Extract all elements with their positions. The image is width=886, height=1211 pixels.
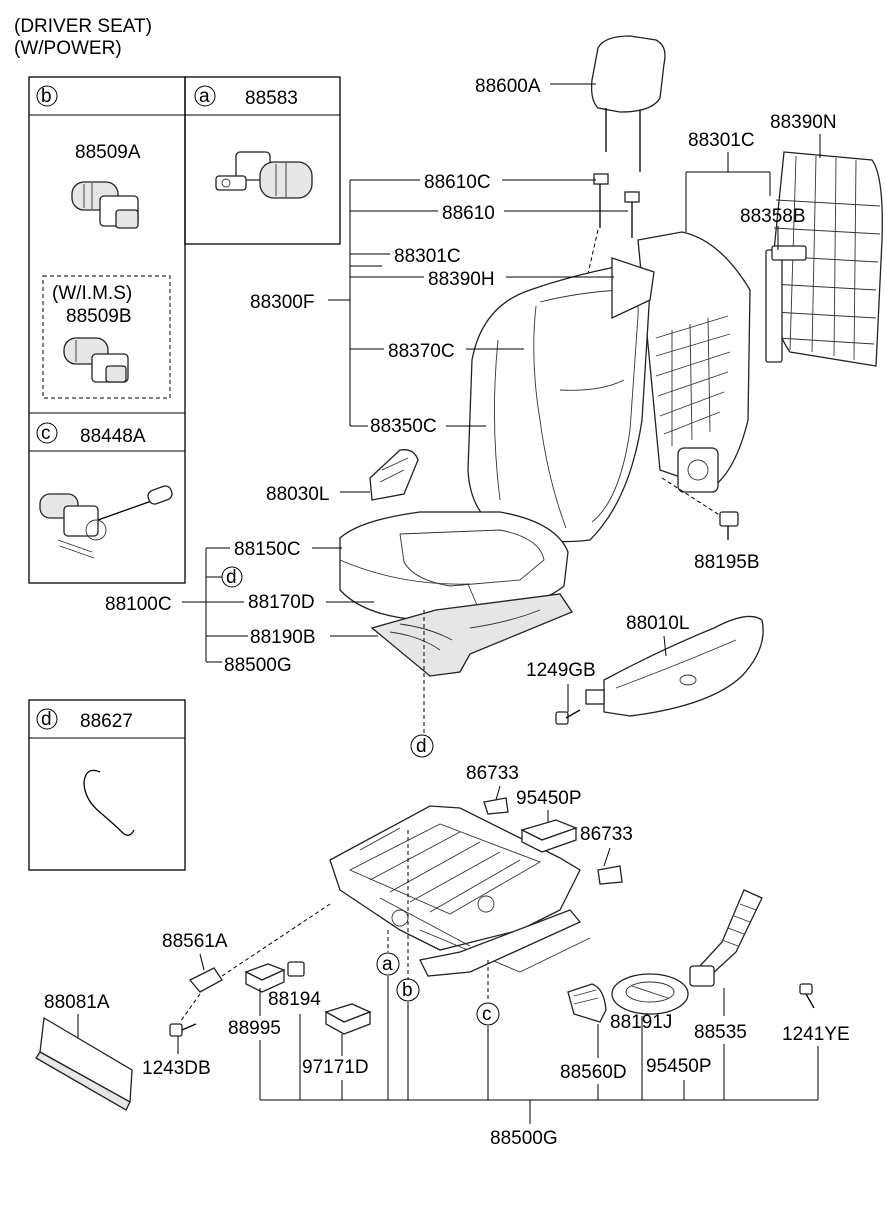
callout-letter-b: b: [41, 86, 52, 107]
callout-circle-b-frame: [396, 978, 420, 1002]
seat-cushion-88170D-icon: [339, 511, 569, 621]
harness-88535-icon: [689, 889, 763, 987]
part-label-88610C: 88610C: [424, 172, 491, 193]
seat-back-frame-88301C-icon: [637, 231, 751, 493]
inset-box-d: d 88627: [28, 699, 186, 871]
part-label-88370C: 88370C: [388, 341, 455, 362]
part-label-1241YE: 1241YE: [782, 1024, 850, 1045]
part-label-88500G-top: 88500G: [224, 655, 292, 676]
side-shield-88010L-icon: [585, 615, 764, 717]
ims-label: (W/I.M.S): [52, 283, 132, 304]
headrest-88600A-icon: [590, 35, 666, 172]
part-label-88561A: 88561A: [162, 931, 228, 952]
callout-letter-b-frame: b: [402, 980, 413, 1001]
ims-dashed-frame: [42, 275, 171, 399]
height-motor-88583-icon: [215, 151, 313, 199]
callout-circle-c-frame: [476, 1002, 500, 1026]
part-label-95450P-bot: 95450P: [646, 1056, 712, 1077]
part-label-97171D: 97171D: [302, 1057, 369, 1078]
part-label-88301C: 88301C: [394, 246, 461, 267]
power-motor-88509B-icon: [63, 337, 129, 383]
inset-box-a: a 88583: [184, 76, 341, 245]
screw-1243DB-icon: [169, 1023, 197, 1037]
part-label-88081A: 88081A: [44, 992, 110, 1013]
callout-letter-a-frame: a: [382, 954, 393, 975]
screw-1249GB-icon: [555, 709, 581, 725]
part-label-88300F: 88300F: [250, 292, 314, 313]
callout-circle-d-box: [36, 708, 58, 730]
callout-circle-c: [36, 422, 58, 444]
part-label-88194: 88194: [268, 989, 321, 1010]
part-label-88560D: 88560D: [560, 1062, 627, 1083]
part-label-88509B: 88509B: [66, 306, 132, 327]
callout-letter-a: a: [199, 86, 210, 107]
part-label-88191J: 88191J: [610, 1012, 672, 1033]
part-label-88190B: 88190B: [250, 627, 316, 648]
callout-letter-c: c: [41, 423, 51, 444]
part-label-88195B: 88195B: [694, 552, 760, 573]
callout-circle-b: [36, 85, 58, 107]
callout-letter-d-cushion-left: d: [226, 567, 237, 588]
clip-86733-a-icon: [483, 797, 509, 815]
module-88995-icon: [244, 963, 286, 993]
part-label-88995: 88995: [228, 1018, 281, 1039]
part-label-88170D: 88170D: [248, 592, 315, 613]
switch-88191J-icon: [611, 973, 689, 1015]
module-97171D-icon: [324, 1003, 372, 1035]
inset-box-b: b 88509A (W/I.M.S) 88509B c 88448A: [28, 76, 186, 584]
screw-1241YE-icon: [799, 983, 815, 1009]
back-bracket-88358B-icon: [765, 245, 807, 363]
part-label-86733-a: 86733: [466, 763, 519, 784]
switch-88560D-icon: [567, 983, 607, 1023]
trim-piece-88030L-icon: [369, 449, 419, 501]
header-power: (W/POWER): [14, 38, 122, 59]
header-driver-seat: (DRIVER SEAT): [14, 16, 152, 37]
bolt-88195B-icon: [661, 477, 739, 540]
clip-86733-b-icon: [597, 865, 623, 885]
callout-letter-d-box: d: [41, 709, 52, 730]
callout-letter-c-frame: c: [482, 1004, 492, 1025]
callout-circle-d-cushion: [410, 734, 434, 758]
part-label-1249GB: 1249GB: [526, 660, 596, 681]
part-label-1243DB: 1243DB: [142, 1058, 211, 1079]
part-label-88600A: 88600A: [475, 76, 541, 97]
power-motor-88509A-icon: [71, 181, 139, 229]
part-label-88448A: 88448A: [80, 426, 146, 447]
cover-88561A-icon: [188, 967, 223, 993]
part-label-86733-b: 86733: [580, 824, 633, 845]
part-label-88627: 88627: [80, 711, 133, 732]
part-label-88390N: 88390N: [770, 112, 837, 133]
part-label-88390H: 88390H: [428, 269, 495, 290]
cushion-mat-88190B-icon: [370, 593, 573, 677]
lumbar-motor-88448A-icon: [39, 485, 173, 559]
part-label-88358B: 88358B: [740, 206, 806, 227]
part-label-88509A: 88509A: [75, 142, 141, 163]
wire-clip-88627-icon: [83, 769, 135, 836]
part-label-88610: 88610: [442, 203, 495, 224]
part-label-88350C: 88350C: [370, 416, 437, 437]
part-label-88535: 88535: [694, 1022, 747, 1043]
part-label-88583: 88583: [245, 88, 298, 109]
part-label-88100C: 88100C: [105, 594, 172, 615]
callout-circle-a: [194, 85, 216, 107]
part-label-88301C-top: 88301C: [688, 130, 755, 151]
part-label-88500G-bot: 88500G: [490, 1128, 558, 1149]
callout-circle-a-frame: [376, 952, 400, 976]
seat-track-frame-icon: [329, 805, 591, 977]
callout-letter-d-cushion: d: [416, 736, 427, 757]
back-pad-88390H-icon: [611, 257, 655, 320]
cover-88081A-icon: [35, 1016, 133, 1111]
part-label-88150C: 88150C: [234, 539, 301, 560]
part-label-88010L: 88010L: [626, 613, 689, 634]
part-label-95450P-top: 95450P: [516, 788, 582, 809]
control-module-95450P-icon: [520, 819, 578, 853]
connector-88194-icon: [287, 961, 305, 977]
part-label-88030L: 88030L: [266, 484, 329, 505]
